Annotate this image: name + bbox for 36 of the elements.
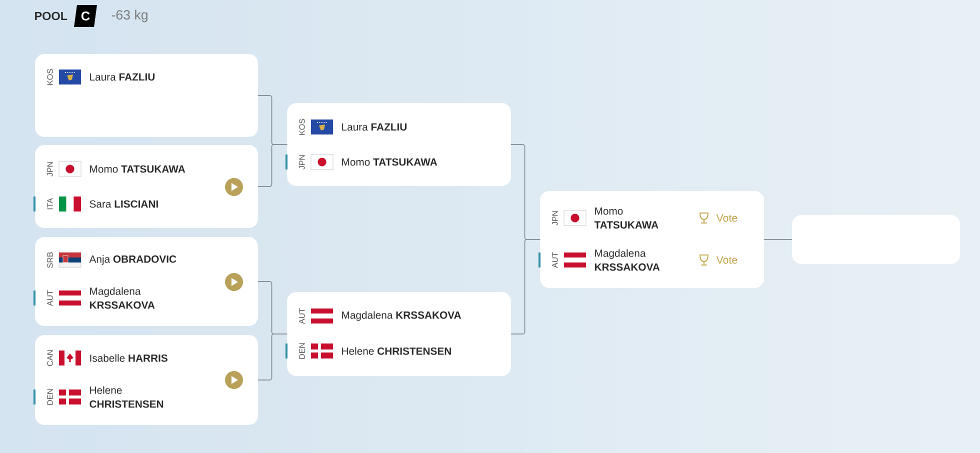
country-code: JPN: [552, 211, 558, 226]
country-code: AUT: [47, 290, 53, 306]
player-name: Momo TATSUKAWA: [594, 207, 658, 229]
country-code: JPN: [299, 155, 305, 170]
country-code: AUT: [552, 252, 558, 268]
player-name: Laura FAZLIU: [342, 123, 407, 131]
connector-line: [764, 239, 792, 240]
country-code: KOS: [47, 68, 53, 85]
player-name: Helene CHRISTENSEN: [342, 347, 451, 355]
country-code: AUT: [299, 308, 305, 324]
player-name: Sara LISCIANI: [90, 200, 158, 208]
vote-link: Vote: [716, 256, 738, 264]
empty-card: [792, 215, 960, 264]
vote-link: Vote: [716, 214, 738, 222]
player-name: Momo TATSUKAWA: [342, 158, 438, 166]
player-name: Momo TATSUKAWA: [90, 165, 186, 173]
country-code: DEN: [299, 343, 305, 359]
country-code: ITA: [47, 198, 53, 210]
country-code: CAN: [47, 350, 53, 366]
player-name: Helene CHRISTENSEN: [90, 386, 164, 408]
country-code: JPN: [47, 162, 53, 176]
pool-badge: C: [74, 5, 97, 27]
connector-line: [258, 334, 288, 380]
player-name: Magdalena KRSSAKOVA: [342, 311, 462, 321]
player-name: Laura FAZLIU: [90, 73, 155, 81]
connector-line: [510, 239, 540, 334]
player-name: Isabelle HARRIS: [90, 354, 168, 362]
country-code: DEN: [47, 389, 53, 405]
player-name: Magdalena KRSSAKOVA: [594, 249, 660, 271]
connector-line: [258, 144, 288, 187]
player-name: Anja OBRADOVIC: [89, 255, 176, 265]
title: POOL: [35, 12, 68, 20]
country-code: SRB: [47, 252, 53, 268]
country-code: KOS: [299, 118, 305, 135]
player-name: Magdalena KRSSAKOVA: [90, 287, 155, 309]
weight-label: -63 kg: [112, 10, 148, 22]
